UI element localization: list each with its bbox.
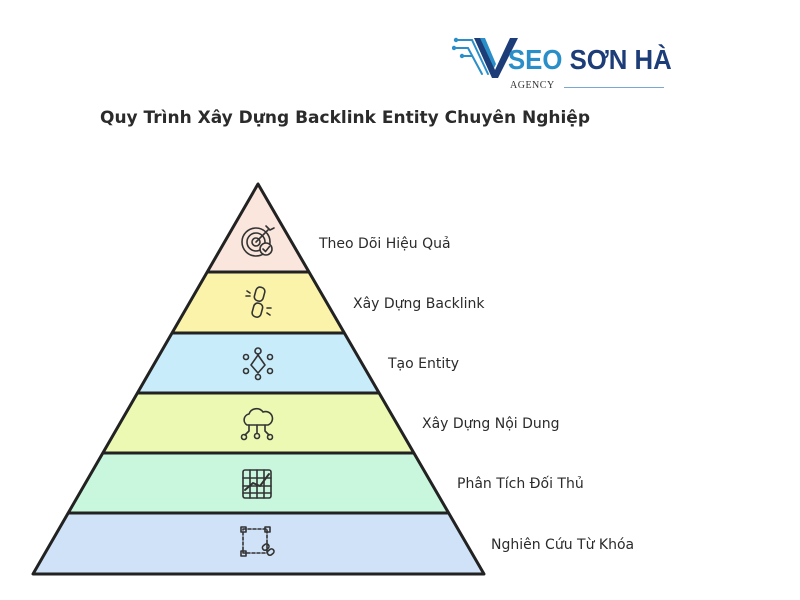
layer-label-nghien-cuu-tu-khoa: Nghiên Cứu Từ Khóa — [491, 537, 635, 553]
pyramid-layer — [102, 393, 414, 453]
layer-label-theo-doi-hieu-qua: Theo Dõi Hiệu Quả — [319, 236, 451, 252]
logo-underline — [564, 87, 664, 88]
network-nodes-icon — [242, 347, 274, 381]
logo-word-sonha: SƠN HÀ — [569, 44, 672, 75]
layer-label-xay-dung-backlink: Xây Dựng Backlink — [353, 296, 485, 312]
chain-link-icon — [245, 286, 272, 318]
layer-label-xay-dung-noi-dung: Xây Dựng Nội Dung — [422, 416, 560, 432]
pyramid-layer — [68, 453, 449, 513]
diagram-title: Quy Trình Xây Dựng Backlink Entity Chuyê… — [100, 108, 591, 128]
logo-word-seo: SEO — [508, 44, 570, 75]
pyramid-layer — [137, 333, 380, 393]
layer-label-tao-entity: Tạo Entity — [388, 356, 460, 372]
chart-grid-icon — [242, 469, 272, 499]
pyramid-outline — [31, 182, 486, 576]
cloud-network-icon — [240, 407, 274, 441]
keyword-link-icon — [240, 526, 275, 557]
layer-label-phan-tich-doi-thu: Phân Tích Đối Thủ — [457, 476, 584, 492]
pyramid-layer — [33, 513, 484, 574]
logo-wordmark: SEO SƠN HÀ — [508, 44, 672, 76]
brand-logo: SEO SƠN HÀ AGENCY — [452, 34, 672, 94]
logo-v-mark-icon — [452, 37, 518, 78]
logo-agency-text: AGENCY — [510, 80, 555, 91]
target-check-icon — [241, 225, 275, 257]
